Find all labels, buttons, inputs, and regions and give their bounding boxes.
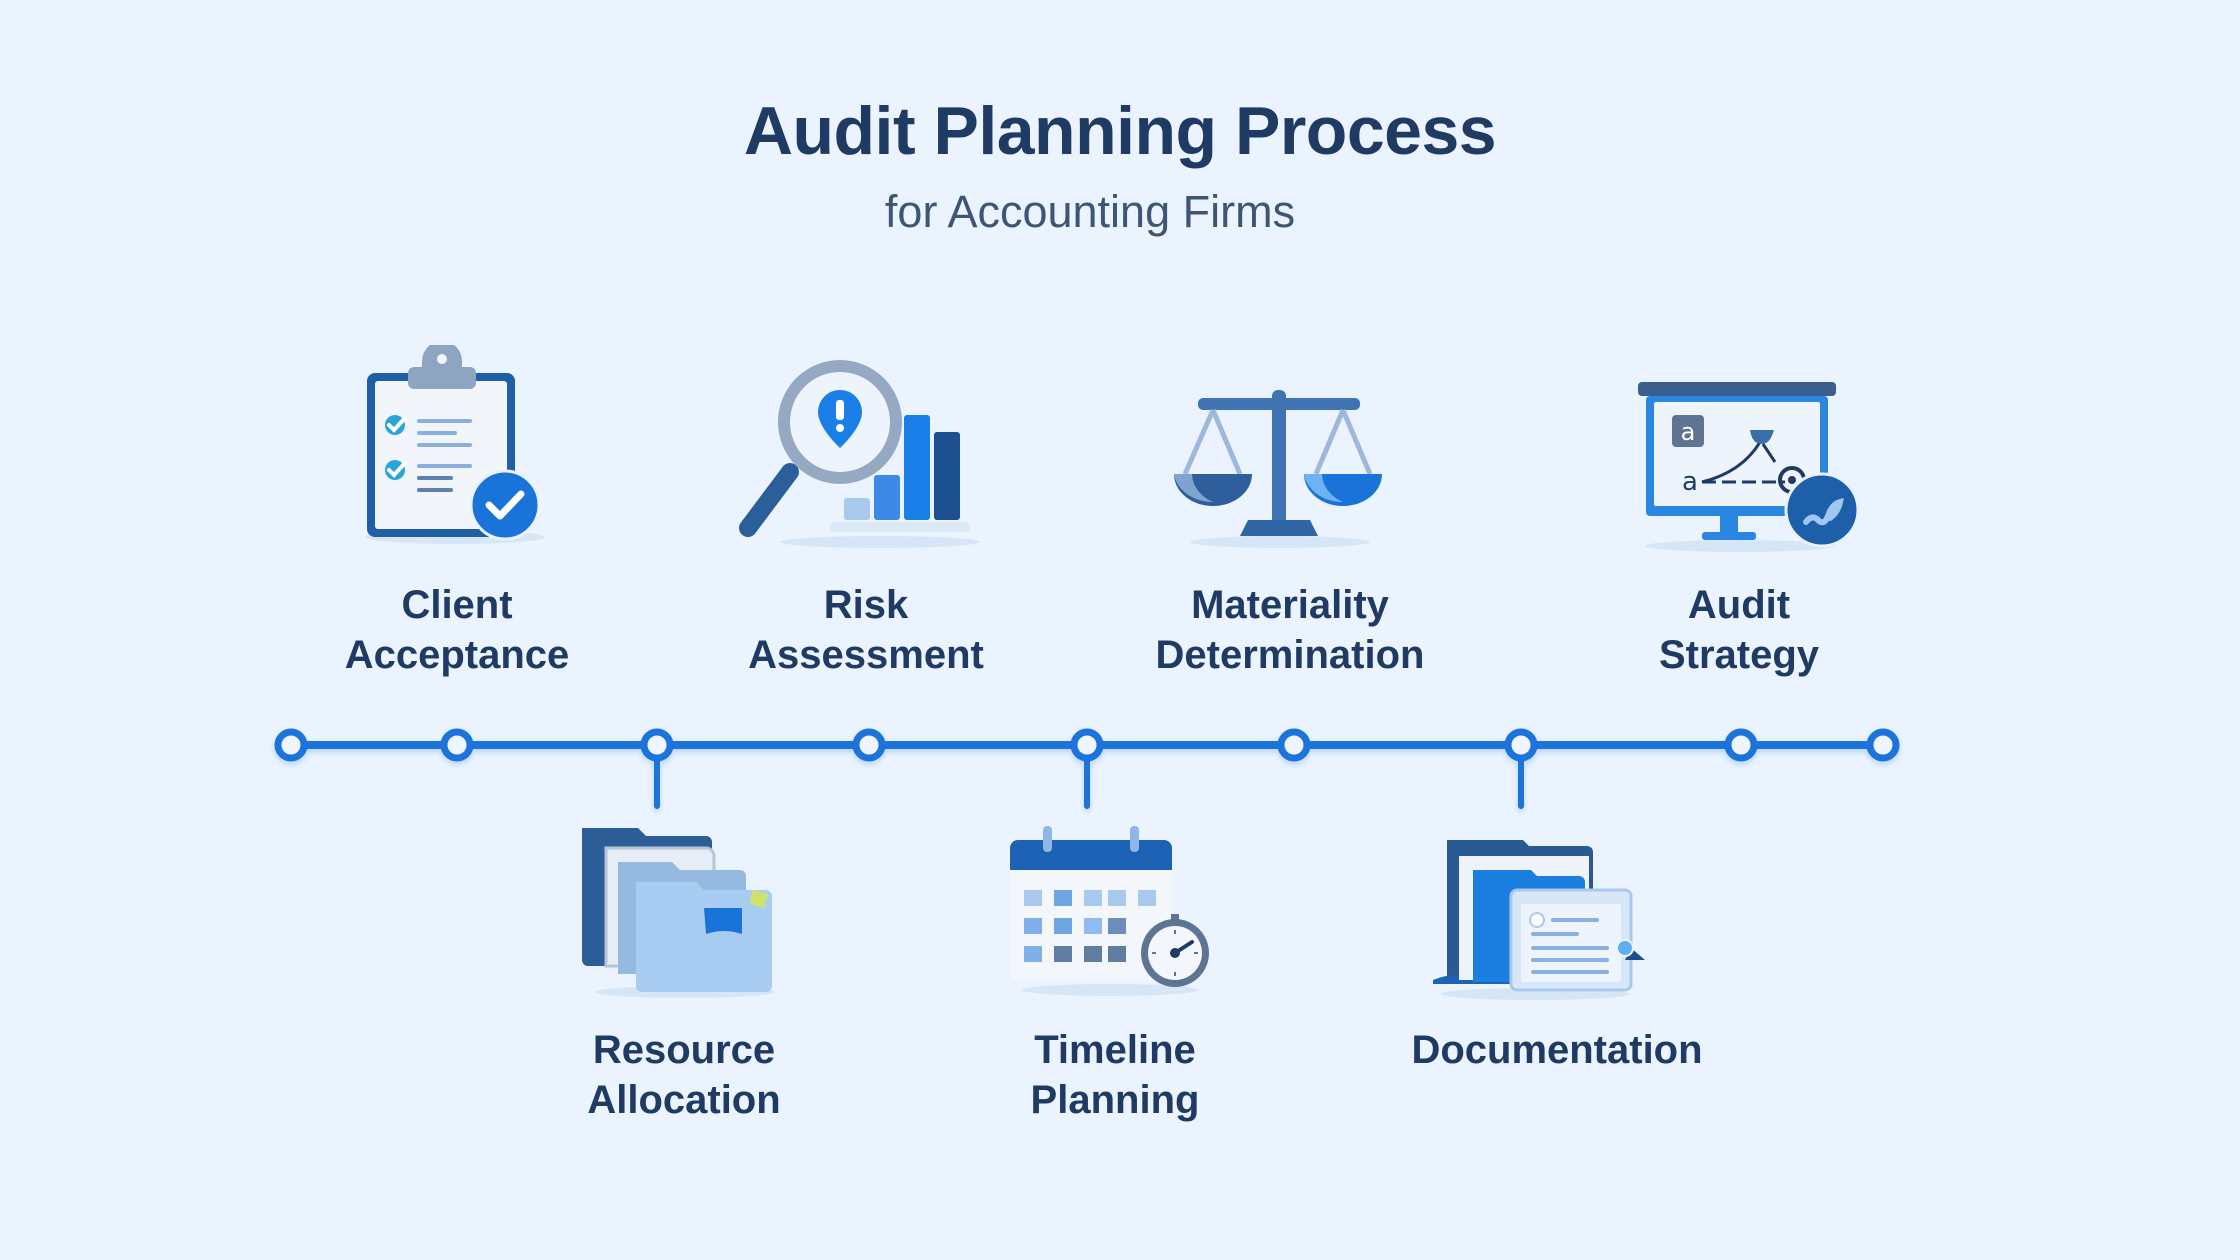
step-client-acceptance: Client Acceptance (277, 580, 637, 680)
step-timeline-planning: Timeline Planning (935, 1025, 1295, 1125)
step-label-line1: Documentation (1411, 1028, 1703, 1072)
step-label-line1: Timeline (1034, 1028, 1196, 1072)
step-label-line2: Determination (1155, 633, 1425, 677)
timeline-node-2[interactable] (440, 728, 474, 762)
step-risk-assessment: Risk Assessment (686, 580, 1046, 680)
page-subtitle: for Accounting Firms (884, 186, 1296, 237)
timeline-node-6[interactable] (1277, 728, 1311, 762)
timeline-node-1[interactable] (274, 728, 308, 762)
timeline-node-4[interactable] (852, 728, 886, 762)
timeline-node-3[interactable] (640, 728, 674, 762)
clipboard-check-icon (365, 345, 545, 544)
step-materiality-determination: Materiality Determination (1110, 580, 1470, 680)
documents-icon (1433, 840, 1645, 1000)
timeline-node-7[interactable] (1504, 728, 1538, 762)
calendar-stopwatch-icon (1010, 826, 1209, 996)
balance-scale-icon (1174, 390, 1382, 548)
step-label-line2: Acceptance (344, 633, 570, 677)
page-title: Audit Planning Process (743, 93, 1497, 169)
step-label-line2: Planning (1030, 1078, 1200, 1122)
step-label-line2: Assessment (748, 633, 984, 677)
step-label-line1: Materiality (1191, 583, 1389, 627)
step-resource-allocation: Resource Allocation (504, 1025, 864, 1125)
step-label-line1: Risk (823, 583, 909, 627)
svg-text:a: a (1681, 418, 1696, 446)
timeline-node-8[interactable] (1724, 728, 1758, 762)
magnifier-alert-chart-icon (739, 360, 980, 548)
svg-text:a: a (1682, 467, 1698, 497)
folders-icon (582, 828, 775, 998)
step-audit-strategy: Audit Strategy (1559, 580, 1919, 680)
step-label-line2: Strategy (1658, 633, 1820, 677)
step-label-line1: Client (401, 583, 513, 627)
timeline-node-5[interactable] (1070, 728, 1104, 762)
step-label-line1: Audit (1687, 583, 1791, 627)
presentation-board-icon: a a (1638, 382, 1860, 552)
step-label-line1: Resource (592, 1028, 776, 1072)
timeline-node-9[interactable] (1866, 728, 1900, 762)
step-documentation: Documentation (1377, 1025, 1737, 1075)
step-label-line2: Allocation (587, 1078, 781, 1122)
